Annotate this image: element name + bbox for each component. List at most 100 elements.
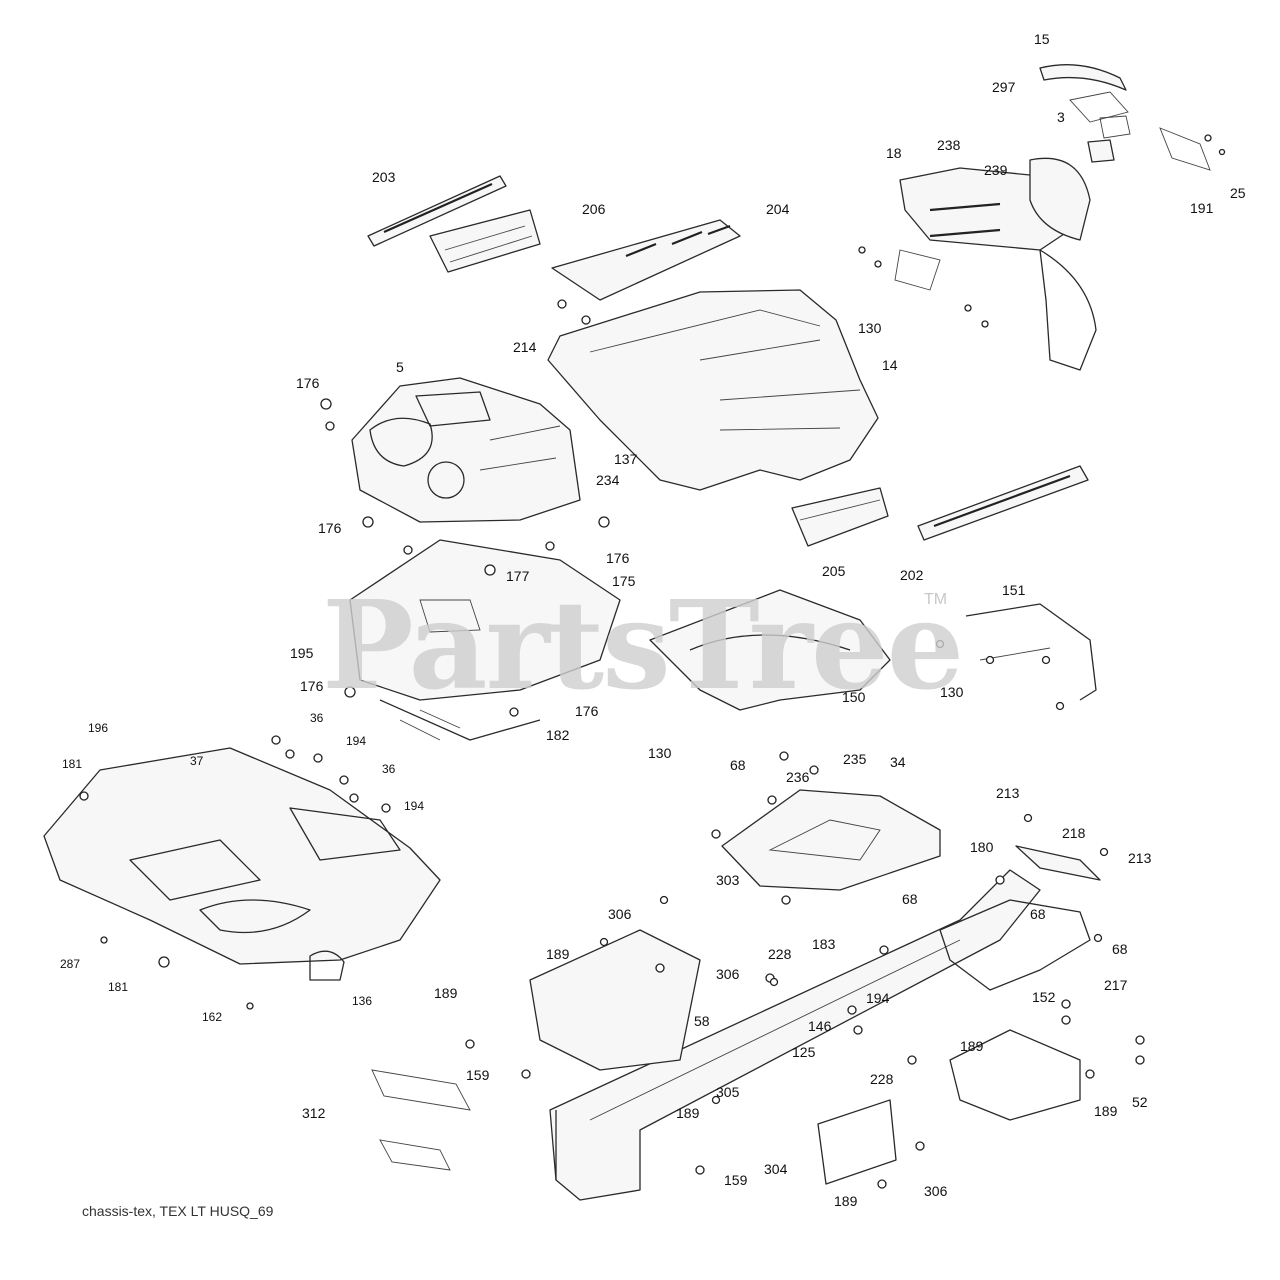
callout-213-b: 213 (1128, 850, 1152, 866)
callout-304: 304 (764, 1161, 788, 1177)
part-lower-grille (791, 487, 889, 547)
callout-150: 150 (842, 689, 866, 705)
callout-239: 239 (984, 162, 1008, 178)
part-front-hood (351, 377, 581, 523)
callout-191: 191 (1190, 200, 1214, 216)
watermark: PartsTree TM (322, 573, 964, 717)
callout-228-a: 228 (768, 946, 792, 962)
part-dash-assembly (858, 157, 1097, 371)
callout-236: 236 (786, 769, 810, 785)
callout-189-e: 189 (1094, 1103, 1118, 1119)
part-drawings (43, 64, 1226, 1201)
part-small-brackets-top-right (1069, 91, 1226, 171)
callout-34: 34 (890, 754, 906, 770)
part-grille-insert (429, 209, 541, 273)
callout-36-b: 36 (382, 762, 396, 776)
part-side-vent (917, 465, 1089, 541)
callout-194-b: 194 (404, 799, 424, 813)
callout-136: 136 (352, 994, 372, 1008)
callout-176-c: 176 (606, 550, 630, 566)
callout-176-b: 176 (318, 520, 342, 536)
callout-189-b: 189 (434, 985, 458, 1001)
callout-68-d: 68 (1112, 941, 1128, 957)
callout-287: 287 (60, 957, 80, 971)
callout-180: 180 (970, 839, 994, 855)
callout-297: 297 (992, 79, 1016, 95)
callout-36-a: 36 (310, 711, 324, 725)
callout-130-top: 130 (858, 320, 882, 336)
callout-14: 14 (882, 357, 898, 373)
callout-175: 175 (612, 573, 636, 589)
part-small-bar (1015, 845, 1101, 881)
callout-205: 205 (822, 563, 846, 579)
callout-137: 137 (614, 451, 638, 467)
callout-217: 217 (1104, 977, 1128, 993)
part-front-bumper (649, 589, 891, 711)
callout-181-b: 181 (108, 980, 128, 994)
callout-183: 183 (812, 936, 836, 952)
callout-194-a: 194 (346, 734, 366, 748)
callout-162: 162 (202, 1010, 222, 1024)
callout-177: 177 (506, 568, 530, 584)
part-hood-vent (551, 219, 741, 301)
callout-68-c: 68 (1030, 906, 1046, 922)
callout-228-b: 228 (870, 1071, 894, 1087)
callout-3: 3 (1057, 109, 1065, 125)
callout-206: 206 (582, 201, 606, 217)
callout-213-a: 213 (996, 785, 1020, 801)
callout-312: 312 (302, 1105, 326, 1121)
callout-146: 146 (808, 1018, 832, 1034)
callout-235: 235 (843, 751, 867, 767)
part-trim-top (1039, 64, 1127, 91)
callout-151: 151 (1002, 582, 1026, 598)
callout-68-b: 68 (902, 891, 918, 907)
callout-159-a: 159 (466, 1067, 490, 1083)
callout-52: 52 (1132, 1094, 1148, 1110)
callout-306-b: 306 (716, 966, 740, 982)
part-floor-pan (43, 747, 441, 981)
callout-189-d: 189 (676, 1105, 700, 1121)
callout-68-a: 68 (730, 757, 746, 773)
callout-25: 25 (1230, 185, 1246, 201)
callout-125: 125 (792, 1044, 816, 1060)
callout-159-b: 159 (724, 1172, 748, 1188)
callout-214: 214 (513, 339, 537, 355)
callout-130-mid: 130 (940, 684, 964, 700)
callout-234: 234 (596, 472, 620, 488)
callout-37: 37 (190, 754, 204, 768)
callout-58: 58 (694, 1013, 710, 1029)
watermark-trademark: TM (924, 591, 947, 608)
callout-189-c: 189 (960, 1038, 984, 1054)
callout-5: 5 (396, 359, 404, 375)
callout-152: 152 (1032, 989, 1056, 1005)
callout-176-a: 176 (296, 375, 320, 391)
callout-15: 15 (1034, 31, 1050, 47)
callout-204: 204 (766, 201, 790, 217)
part-seat-plate (711, 789, 941, 905)
callout-218: 218 (1062, 825, 1086, 841)
callout-305: 305 (716, 1084, 740, 1100)
diagram-caption: chassis-tex, TEX LT HUSQ_69 (82, 1203, 274, 1219)
part-support-bracket (935, 603, 1097, 711)
watermark-text: PartsTree (322, 573, 962, 717)
callout-181-a: 181 (62, 757, 82, 771)
part-plate-304 (817, 1099, 897, 1185)
callout-189-f: 189 (834, 1193, 858, 1209)
part-fender-pan (349, 539, 621, 741)
part-hood (547, 289, 879, 491)
callout-194-c: 194 (866, 990, 890, 1006)
callout-202: 202 (900, 567, 924, 583)
callout-189-a: 189 (546, 946, 570, 962)
callout-176-e: 176 (575, 703, 599, 719)
part-plate-312 (371, 1069, 471, 1171)
callout-195: 195 (290, 645, 314, 661)
callout-196: 196 (88, 721, 108, 735)
callout-182: 182 (546, 727, 570, 743)
callout-306-a: 306 (608, 906, 632, 922)
callout-18: 18 (886, 145, 902, 161)
callout-labels: 15 297 3 18 238 239 191 25 203 206 204 1… (60, 31, 1246, 1209)
part-chassis-frame (529, 869, 1091, 1201)
part-vent-strip-left (367, 175, 507, 247)
callout-176-d: 176 (300, 678, 324, 694)
